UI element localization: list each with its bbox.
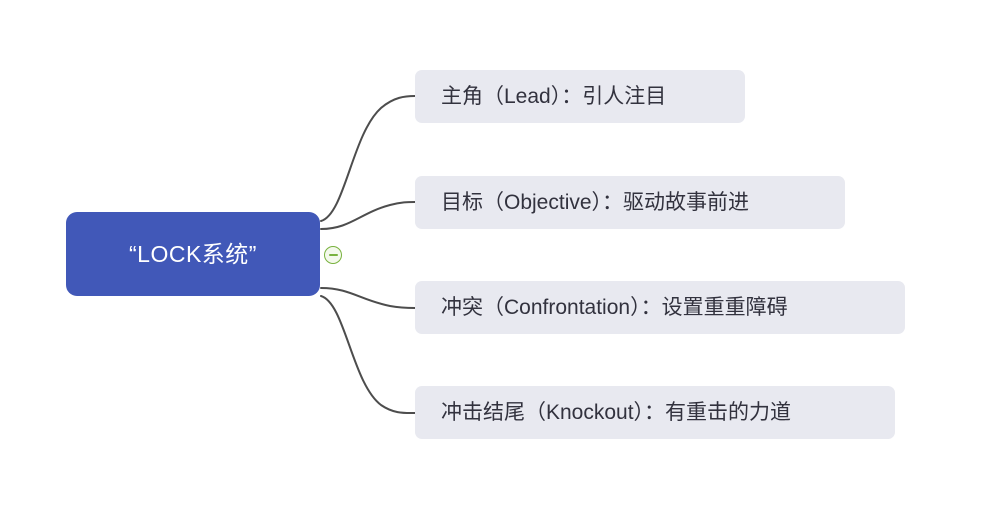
connector-root-to-branch-4	[320, 295, 416, 415]
root-node[interactable]: “LOCK系统”	[66, 212, 320, 296]
collapse-toggle-icon[interactable]	[324, 246, 342, 264]
branch-node-objective[interactable]: 目标（Objective）：驱动故事前进	[415, 176, 845, 229]
branch-node-confrontation[interactable]: 冲突（Confrontation）：设置重重障碍	[415, 281, 905, 334]
minus-glyph	[328, 254, 338, 256]
branch-node-label: 目标（Objective）：驱动故事前进	[441, 191, 750, 214]
branch-node-lead[interactable]: 主角（Lead）：引人注目	[415, 70, 745, 123]
branch-node-label: 冲突（Confrontation）：设置重重障碍	[441, 296, 788, 319]
branch-node-knockout[interactable]: 冲击结尾（Knockout）：有重击的力道	[415, 386, 895, 439]
connector-root-to-branch-2	[320, 201, 416, 230]
branch-node-label: 主角（Lead）：引人注目	[441, 85, 667, 108]
root-node-label: “LOCK系统”	[129, 240, 257, 267]
connector-root-to-branch-3	[320, 287, 416, 309]
branch-node-label: 冲击结尾（Knockout）：有重击的力道	[441, 401, 792, 424]
connector-root-to-branch-1	[320, 95, 416, 222]
